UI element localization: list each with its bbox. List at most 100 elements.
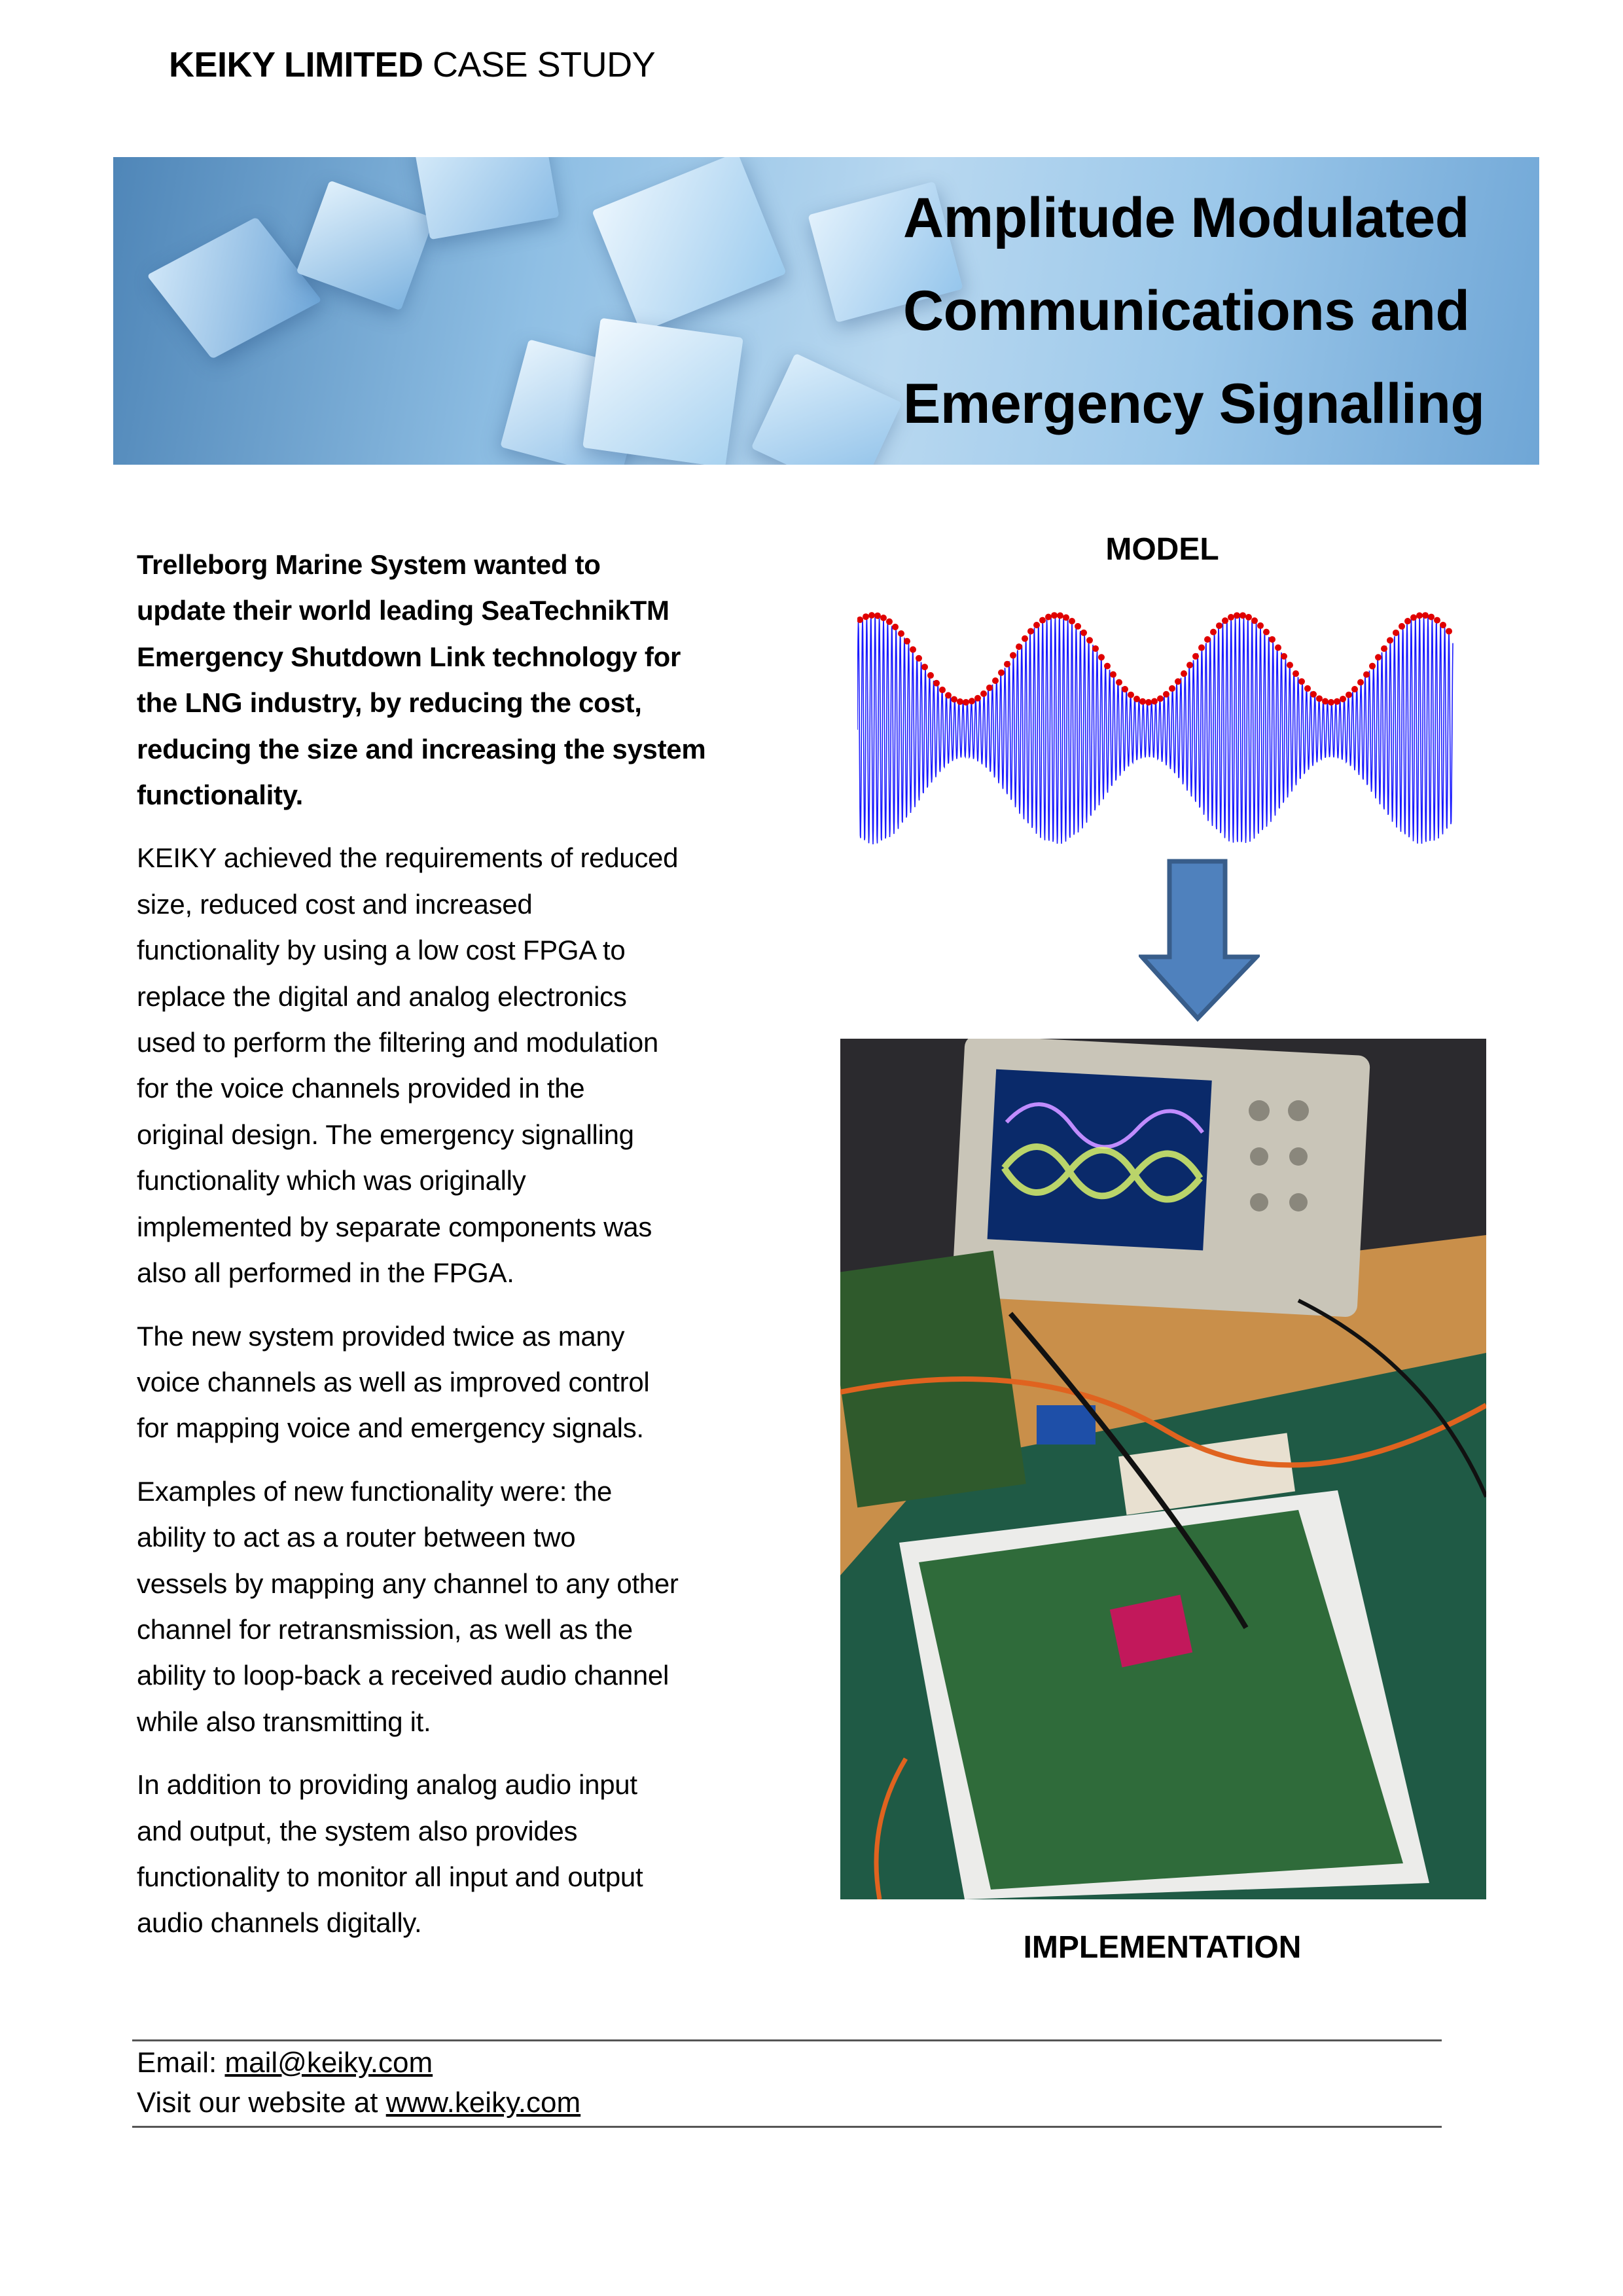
envelope-point [945, 692, 952, 699]
envelope-point [1104, 662, 1111, 670]
envelope-point [1381, 645, 1387, 652]
envelope-point [986, 684, 993, 691]
website-link[interactable]: www.keiky.com [385, 2087, 581, 2119]
website-prefix: Visit our website at [137, 2087, 386, 2119]
text-line: the LNG industry, by reducing the cost, [137, 687, 642, 719]
text-line: audio channels digitally. [137, 1907, 422, 1939]
carrier-signal [857, 615, 1454, 845]
envelope-point [1275, 644, 1281, 651]
envelope-point [1416, 612, 1423, 619]
envelope-point [916, 655, 922, 662]
envelope-point [1340, 695, 1346, 702]
text-line: voice channels as well as improved contr… [137, 1366, 650, 1397]
envelope-point [1369, 662, 1376, 670]
body-paragraph: Examples of new functionality were: the a… [137, 1469, 791, 1745]
envelope-point [1181, 670, 1187, 677]
envelope-point [1057, 612, 1063, 619]
envelope-point [1039, 617, 1046, 624]
envelope-point [921, 664, 928, 671]
envelope-point [1281, 653, 1287, 660]
text-line: channel for retransmission, as well as t… [137, 1613, 633, 1645]
envelope-point [1404, 618, 1411, 625]
banner-cube [413, 157, 560, 240]
text-line: while also transmitting it. [137, 1706, 431, 1737]
text-line: ability to loop-back a received audio ch… [137, 1660, 669, 1691]
text-line: size, reduced cost and increased [137, 888, 533, 920]
envelope-point [1004, 660, 1010, 668]
body-paragraph: KEIKY achieved the requirements of reduc… [137, 835, 791, 1296]
envelope-point [1293, 670, 1299, 677]
envelope-point [1033, 621, 1040, 628]
envelope-point [1163, 691, 1169, 698]
envelope-point [980, 690, 987, 697]
text-line: Trelleborg Marine System wanted to [137, 549, 601, 580]
header-label: CASE STUDY [423, 45, 656, 84]
envelope-point [957, 698, 963, 706]
hardware-photo-illustration [840, 1039, 1486, 1899]
text-line: KEIKY achieved the requirements of reduc… [137, 842, 679, 874]
text-line: Emergency Shutdown Link technology for [137, 641, 681, 672]
envelope-point [1446, 628, 1452, 635]
envelope-point [1375, 654, 1382, 661]
envelope-point [1022, 635, 1028, 642]
envelope-point [1304, 685, 1311, 692]
envelope-point [880, 614, 887, 621]
text-line: The new system provided twice as many [137, 1320, 625, 1352]
text-line: functionality to monitor all input and o… [137, 1861, 643, 1892]
envelope-point [1216, 622, 1222, 629]
text-line: used to perform the filtering and modula… [137, 1027, 658, 1058]
envelope-point [1051, 612, 1058, 619]
text-line: implemented by separate components was [137, 1211, 652, 1242]
envelope-point [1410, 614, 1417, 621]
implementation-photo [840, 1039, 1486, 1899]
envelope-point [1422, 612, 1429, 619]
email-link[interactable]: mail@keiky.com [224, 2047, 433, 2079]
envelope-point [1045, 613, 1052, 620]
envelope-point [1010, 652, 1016, 659]
envelope-point [1328, 698, 1334, 706]
envelope-point [1110, 671, 1116, 678]
text-line: Examples of new functionality were: the [137, 1475, 613, 1507]
envelope-point [1198, 644, 1205, 651]
envelope-point [1322, 698, 1329, 705]
envelope-point [1399, 622, 1405, 630]
envelope-point [1357, 679, 1364, 686]
envelope-point [1351, 686, 1358, 693]
text-line: for mapping voice and emergency signals. [137, 1412, 644, 1444]
envelope-point [904, 637, 910, 645]
envelope-point [1428, 613, 1435, 620]
envelope-point [1334, 698, 1340, 705]
envelope-point [1192, 653, 1199, 660]
title-line: Emergency Signalling [903, 372, 1485, 435]
text-line: vessels by mapping any channel to any ot… [137, 1568, 679, 1599]
envelope-point [1263, 628, 1270, 636]
envelope-point [1287, 662, 1293, 669]
email-prefix: Email: [137, 2047, 225, 2079]
envelope-point [1363, 671, 1370, 678]
footer-website: Visit our website at www.keiky.com [137, 2087, 580, 2119]
envelope-point [963, 698, 969, 706]
title-line: Amplitude Modulated [903, 187, 1469, 249]
envelope-point [969, 698, 975, 705]
envelope-point [992, 677, 999, 684]
text-line: for the voice channels provided in the [137, 1073, 585, 1104]
envelope-point [1434, 617, 1440, 624]
envelope-point [1204, 636, 1211, 643]
envelope-point [1169, 685, 1175, 692]
envelope-point [892, 623, 899, 630]
envelope-point [1269, 636, 1275, 643]
text-line: original design. The emergency signallin… [137, 1119, 634, 1150]
envelope-point [1145, 698, 1152, 706]
envelope-point [874, 612, 881, 619]
footer-email: Email: mail@keiky.com [137, 2047, 433, 2079]
envelope-point [868, 612, 875, 619]
text-line: reducing the size and increasing the sys… [137, 733, 706, 764]
envelope-point [1234, 612, 1240, 619]
body-paragraph: In addition to providing analog audio in… [137, 1762, 791, 1946]
footer-bottom-divider [132, 2126, 1442, 2128]
envelope-point [1027, 628, 1034, 635]
banner-cube [582, 317, 743, 465]
envelope-point [1440, 621, 1446, 628]
envelope-point [1175, 678, 1181, 685]
down-arrow-icon [1139, 859, 1260, 1022]
